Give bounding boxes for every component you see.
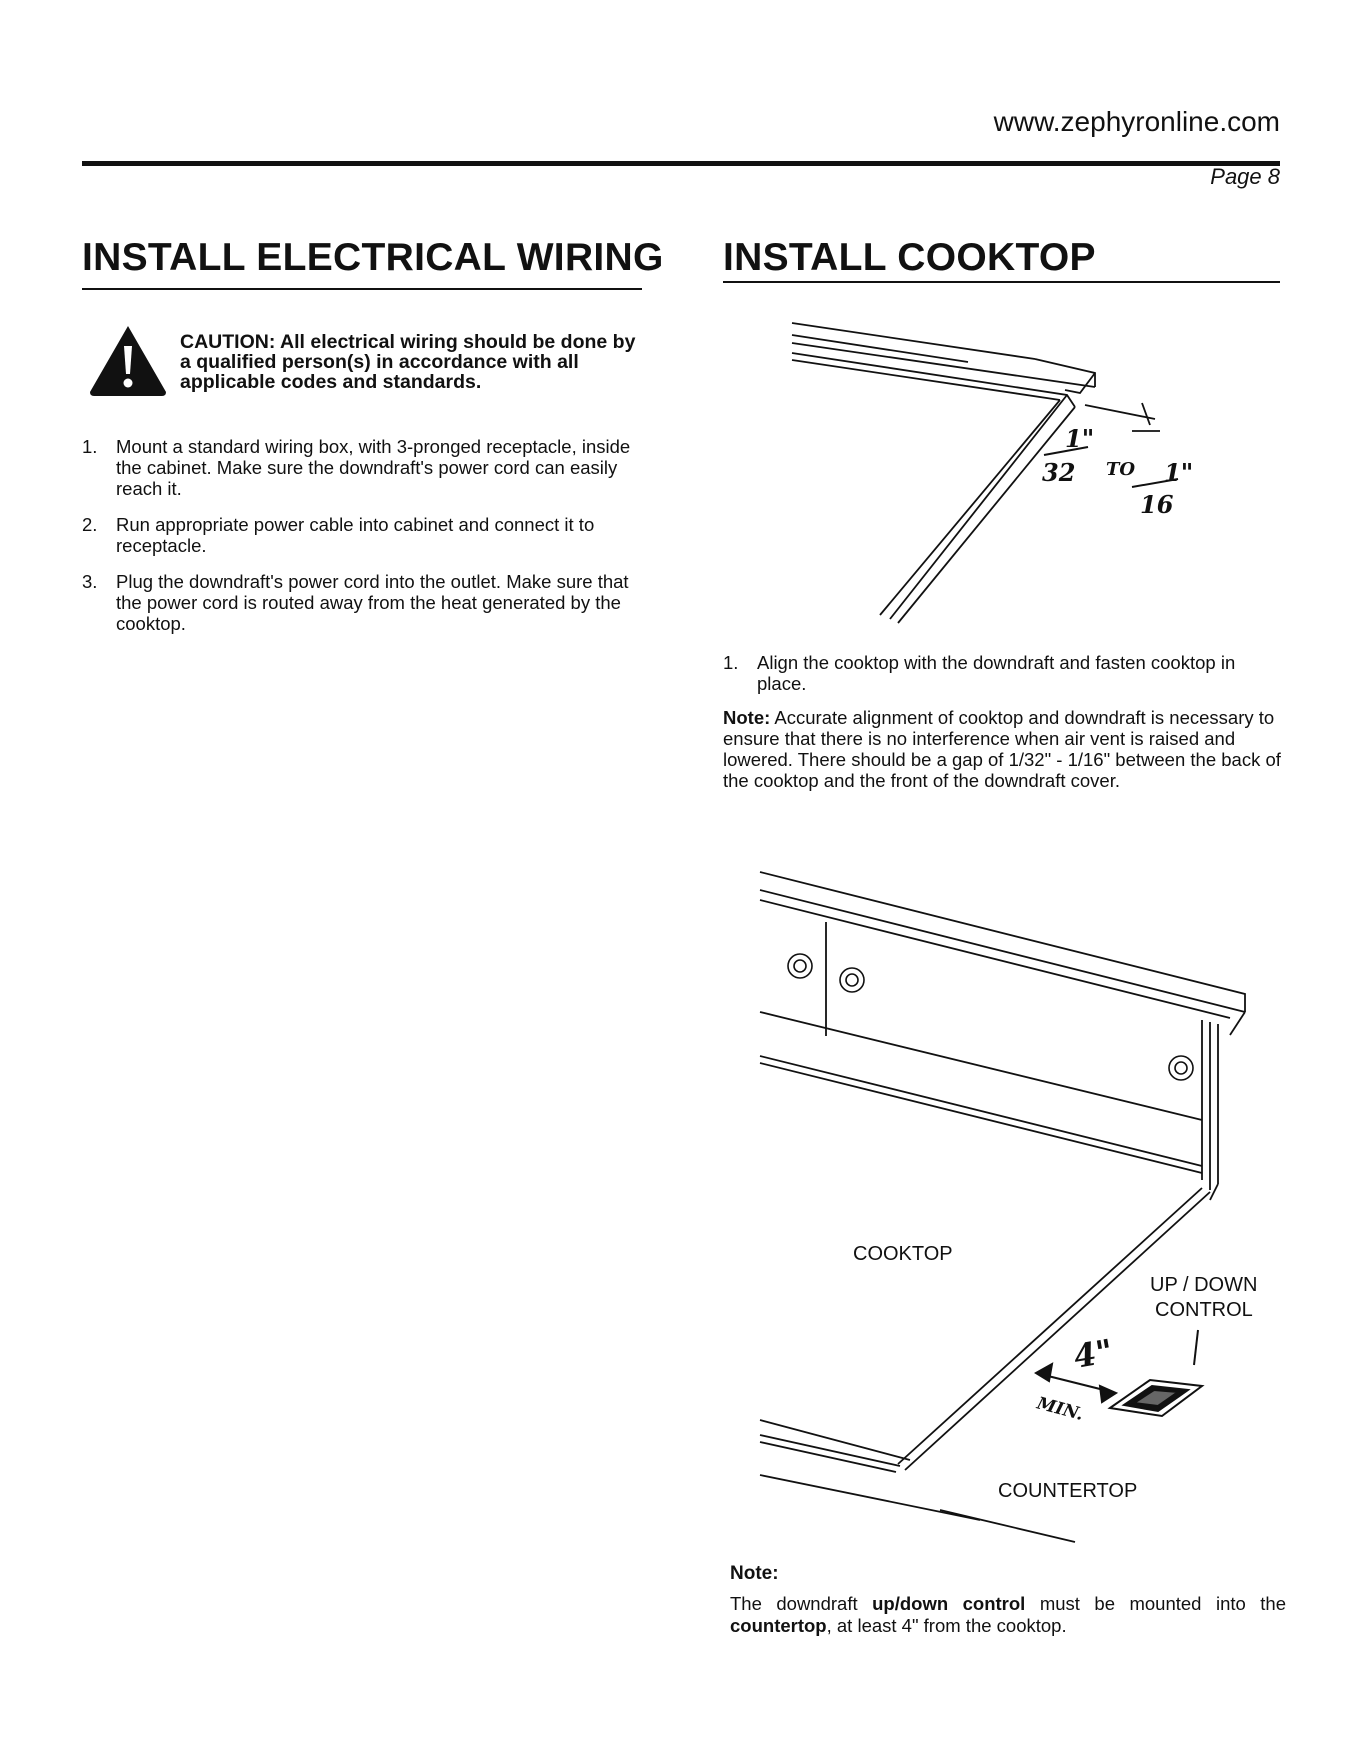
site-url: www.zephyronline.com bbox=[993, 106, 1280, 137]
step-number: 2. bbox=[82, 514, 98, 535]
alignment-note: Note: Accurate alignment of cooktop and … bbox=[723, 707, 1285, 791]
note-heading: Note: bbox=[730, 1563, 779, 1584]
page-number: Page 8 bbox=[1210, 164, 1280, 189]
countertop-label: COUNTERTOP bbox=[998, 1480, 1137, 1502]
caution-text: CAUTION: All electrical wiring should be… bbox=[180, 331, 636, 393]
list-item: 2. Run appropriate power cable into cabin… bbox=[82, 514, 644, 556]
step-text: Mount a standard wiring box, with 3-pron… bbox=[116, 436, 631, 499]
list-item: 1. Mount a standard wiring box, with 3-pr… bbox=[82, 436, 644, 499]
note-label: Note: bbox=[723, 707, 771, 728]
section-title-electrical-wiring: INSTALL ELECTRICAL WIRING bbox=[82, 236, 664, 279]
gap-max-numerator: 1" bbox=[1164, 458, 1193, 487]
gap-to: TO bbox=[1106, 459, 1135, 480]
gap-max-denominator: 16 bbox=[1140, 490, 1174, 519]
note-emphasis: up/down control bbox=[872, 1593, 1026, 1614]
step-text: Align the cooktop with the downdraft and… bbox=[757, 652, 1236, 694]
cooktop-label: COOKTOP bbox=[853, 1243, 953, 1265]
note-text: Accurate alignment of cooktop and downdr… bbox=[723, 707, 1281, 791]
note-text: , at least 4" from the cooktop. bbox=[826, 1615, 1067, 1636]
distance-label: 4" bbox=[1071, 1332, 1116, 1376]
list-item: 1. Align the cooktop with the downdraft a… bbox=[723, 652, 1285, 694]
step-number: 1. bbox=[82, 436, 98, 457]
note-emphasis: countertop bbox=[730, 1615, 827, 1636]
cooktop-gap-diagram: 1" 32 TO 1" 16 bbox=[791, 322, 1193, 624]
note-text: must be mounted into the bbox=[1025, 1593, 1286, 1614]
step-number: 1. bbox=[723, 652, 739, 673]
step-text: Plug the downdraft's power cord into the… bbox=[116, 571, 629, 634]
section-rule bbox=[82, 288, 642, 290]
wiring-steps: 1. Mount a standard wiring box, with 3-pr… bbox=[82, 436, 644, 649]
step-text: Run appropriate power cable into cabinet… bbox=[116, 514, 595, 556]
control-placement-diagram: COOKTOP UP / DOWN CONTROL COUNTERTOP 4" … bbox=[759, 871, 1257, 1543]
control-label-line2: CONTROL bbox=[1155, 1299, 1253, 1321]
control-note: The downdraft up/down control must be mo… bbox=[730, 1593, 1286, 1637]
control-label-line1: UP / DOWN bbox=[1150, 1274, 1257, 1296]
gap-min-denominator: 32 bbox=[1042, 458, 1075, 487]
list-item: 3. Plug the downdraft's power cord into t… bbox=[82, 571, 644, 634]
header-rule bbox=[82, 161, 1280, 166]
section-rule bbox=[723, 281, 1280, 283]
step-number: 3. bbox=[82, 571, 98, 592]
warning-icon bbox=[90, 326, 166, 396]
note-text: The downdraft bbox=[730, 1593, 873, 1614]
distance-note: MIN. bbox=[1034, 1393, 1086, 1425]
section-title-cooktop: INSTALL COOKTOP bbox=[723, 236, 1096, 279]
cooktop-steps: 1. Align the cooktop with the downdraft a… bbox=[723, 652, 1285, 709]
